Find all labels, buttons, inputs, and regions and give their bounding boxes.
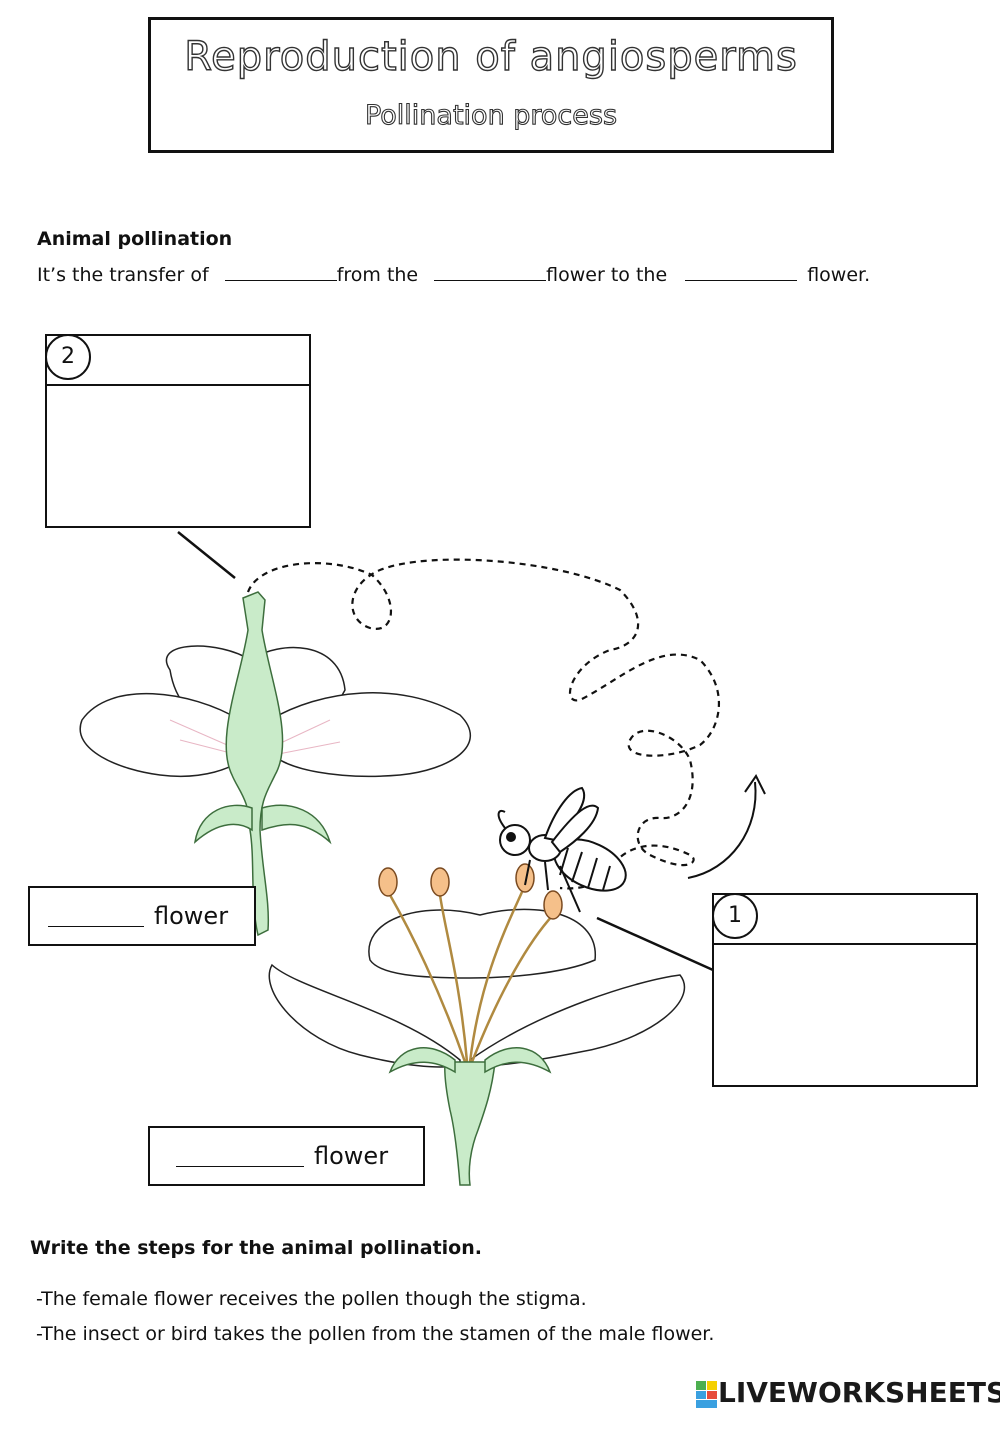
- step-item-1[interactable]: -The female flower receives the pollen t…: [36, 1288, 587, 1310]
- blank-input-3[interactable]: [685, 264, 798, 281]
- box-2-body-input[interactable]: [47, 388, 309, 526]
- curved-arrow: [687, 781, 757, 879]
- page-subtitle: Pollination process: [364, 99, 618, 131]
- bee-drawing: [497, 786, 627, 913]
- sentence-part-1: It’s the transfer of: [37, 264, 209, 286]
- page-title: Reproduction of angiosperms: [183, 33, 798, 80]
- female-flower-blank[interactable]: [48, 910, 144, 927]
- logo-text: LIVEWORKSHEETS: [718, 1376, 1000, 1409]
- female-flower-drawing: [79, 591, 472, 937]
- male-flower-label: flower: [314, 1142, 389, 1170]
- answer-box-2: [45, 334, 311, 528]
- box-1-title-input[interactable]: [760, 895, 976, 941]
- sentence-part-2: from the: [336, 264, 419, 286]
- box-2-title-input[interactable]: [93, 336, 309, 382]
- number-circle-1: 1: [712, 893, 758, 939]
- sentence-part-3: flower to the: [546, 264, 668, 286]
- step-item-2[interactable]: -The insect or bird takes the pollen fro…: [36, 1323, 715, 1345]
- box-2-divider: [47, 384, 309, 386]
- number-circle-2: 2: [45, 334, 91, 380]
- female-flower-label: flower: [154, 902, 229, 930]
- male-flower-drawing: [268, 863, 686, 1186]
- definition-sentence: It’s the transfer of from the flower to …: [37, 264, 870, 286]
- box-1-body-input[interactable]: [714, 947, 976, 1085]
- section-heading-animal-pollination: Animal pollination: [37, 228, 233, 250]
- box-1-divider: [714, 943, 976, 945]
- blank-input-2[interactable]: [434, 264, 547, 281]
- blank-input-1[interactable]: [224, 264, 337, 281]
- female-flower-label-box: flower: [28, 886, 256, 946]
- section-heading-steps: Write the steps for the animal pollinati…: [30, 1237, 482, 1259]
- title-box: Reproduction of angiosperms Pollination …: [148, 17, 834, 153]
- sentence-part-4: flower.: [807, 264, 871, 286]
- logo-mark-icon: [696, 1381, 717, 1408]
- male-flower-label-box: flower: [148, 1126, 425, 1186]
- male-flower-blank[interactable]: [176, 1150, 304, 1167]
- answer-box-1: [712, 893, 978, 1087]
- bee-flight-path: [246, 558, 721, 890]
